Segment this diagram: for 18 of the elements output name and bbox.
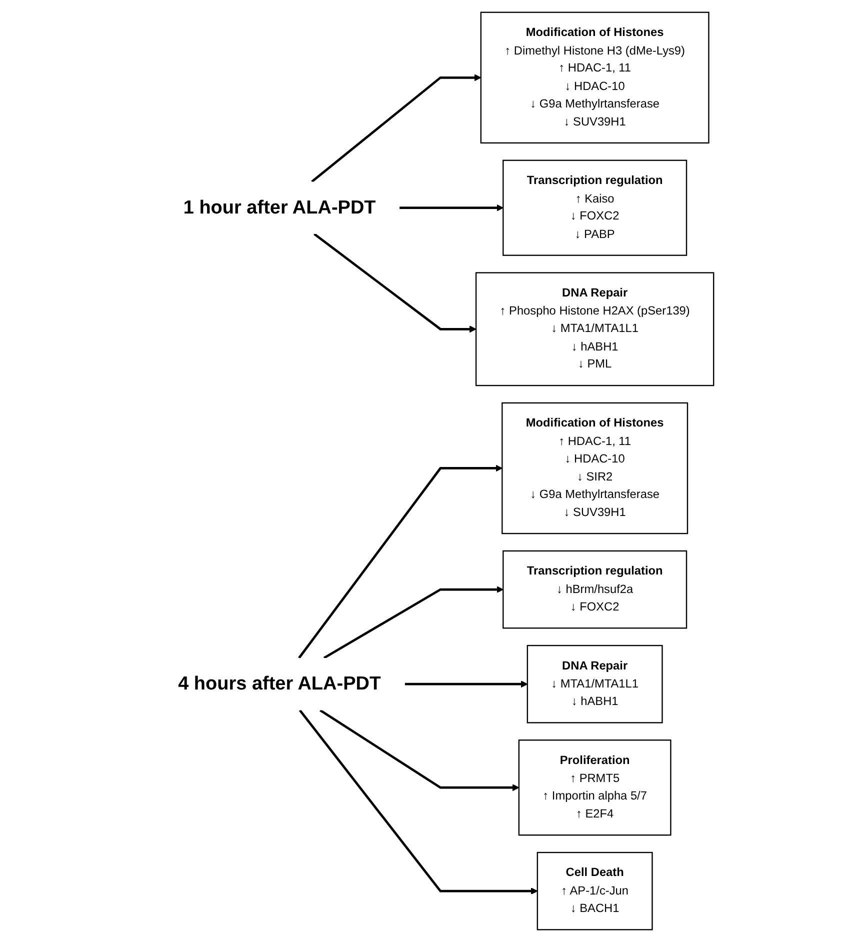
arrow <box>404 680 528 688</box>
arrow <box>323 586 504 659</box>
arrow <box>320 708 520 791</box>
node-box: DNA Repair ↓ MTA1/MTA1L1 ↓ hABH1 <box>526 644 663 723</box>
node-box: Transcription regulation ↑ Kaiso ↓ FOXC2 ↓ PABP <box>502 159 688 256</box>
node-box: Proliferation ↑ PRMT5 ↑ Importin alpha 5/7 ↑ E2F4 <box>518 739 672 836</box>
node-box: Modification of Histones ↑ HDAC-1, 11 ↓ HDAC-10 ↓ SIR2 ↓ G9a Methylrtansferase ↓ SUV39H1 <box>502 402 688 534</box>
node-box: Cell Death ↑ AP-1/c-Jun ↓ BACH1 <box>536 851 653 930</box>
arrow <box>298 464 502 658</box>
node-text: 1 hour after ALA-PDT <box>183 196 376 218</box>
arrow <box>298 709 538 894</box>
node-box: Modification of Histones ↑ Dimethyl Histone H3 (dMe-Lys9) ↑ HDAC-1, 11 ↓ HDAC-10 ↓ G9a Methylrtansferase ↓ SUV39H1 <box>480 11 710 144</box>
node-box: Transcription regulation ↓ hBrm/hsuf2a ↓ FOXC2 <box>502 550 688 628</box>
arrow <box>311 74 482 182</box>
node-box: DNA Repair ↑ Phospho Histone H2AX (pSer139) ↓ MTA1/MTA1L1 ↓ hABH1 ↓ PML <box>475 272 714 386</box>
node-text: 4 hours after ALA-PDT <box>178 672 382 694</box>
arrow <box>400 204 504 211</box>
arrow <box>314 232 476 332</box>
